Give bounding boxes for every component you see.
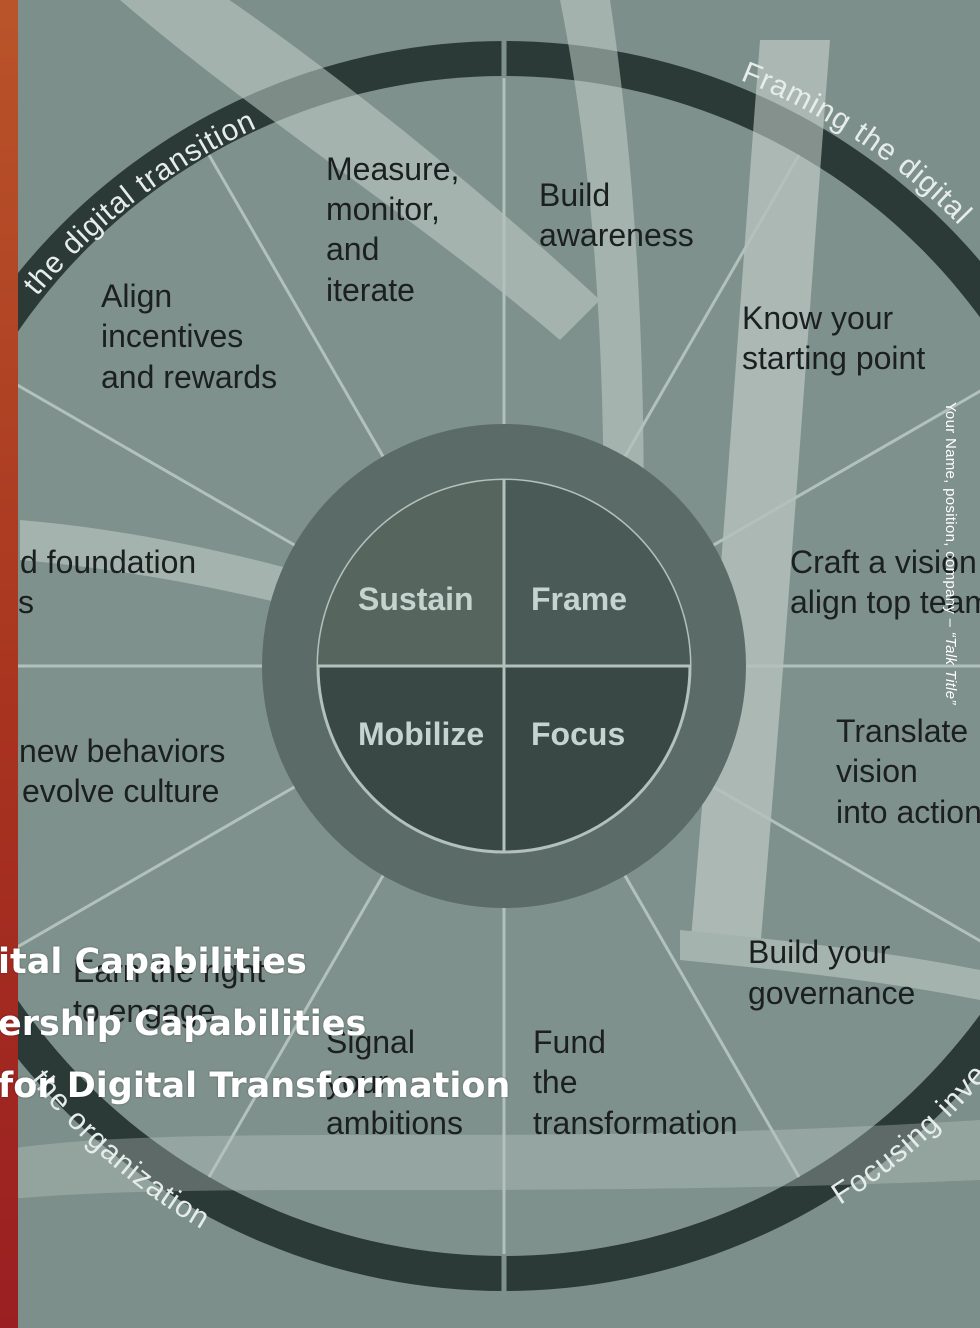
quadrant-focus: Focus	[531, 716, 625, 752]
quadrant-frame: Frame	[531, 581, 627, 617]
segment-measure: Measure, monitor, and iterate	[326, 151, 468, 308]
quadrant-sustain-bg	[318, 480, 504, 666]
segment-earn-right: Earn the right to engage	[73, 953, 274, 1029]
quadrant-frame-bg	[504, 480, 690, 666]
title-line-1: ital Capabilities	[0, 942, 307, 982]
side-caption-talk-title: “Talk Title”	[942, 631, 959, 705]
quadrant-dividers	[318, 480, 690, 852]
quadrant-sustain: Sustain	[358, 581, 474, 617]
quadrant-mobilize: Mobilize	[358, 716, 484, 752]
segment-translate-vision: Translate vision into action	[836, 713, 980, 830]
segment-craft-vision: Craft a vision align top team	[790, 544, 980, 620]
side-caption-presenter: Your Name, position, company –	[942, 402, 959, 632]
segment-build-awareness: Build awareness	[539, 177, 694, 253]
segment-new-behaviors: new behaviors evolve culture	[19, 733, 234, 809]
side-caption: Your Name, position, company – “Talk Tit…	[942, 402, 959, 705]
left-accent-bar	[0, 0, 18, 1328]
segment-foundation: d foundation s	[18, 544, 205, 620]
title-line-3: for Digital Transformation	[0, 1066, 511, 1106]
segment-signal-ambitions: Signal your ambitions	[326, 1024, 463, 1141]
segment-fund-transformation: Fund the transformation	[533, 1024, 738, 1141]
segment-know-starting-point: Know your starting point	[742, 300, 925, 376]
segment-build-governance: Build your governance	[748, 934, 915, 1011]
segment-align-incentives: Align incentives and rewards	[101, 278, 277, 395]
title-line-2: ership Capabilities	[0, 1004, 367, 1044]
